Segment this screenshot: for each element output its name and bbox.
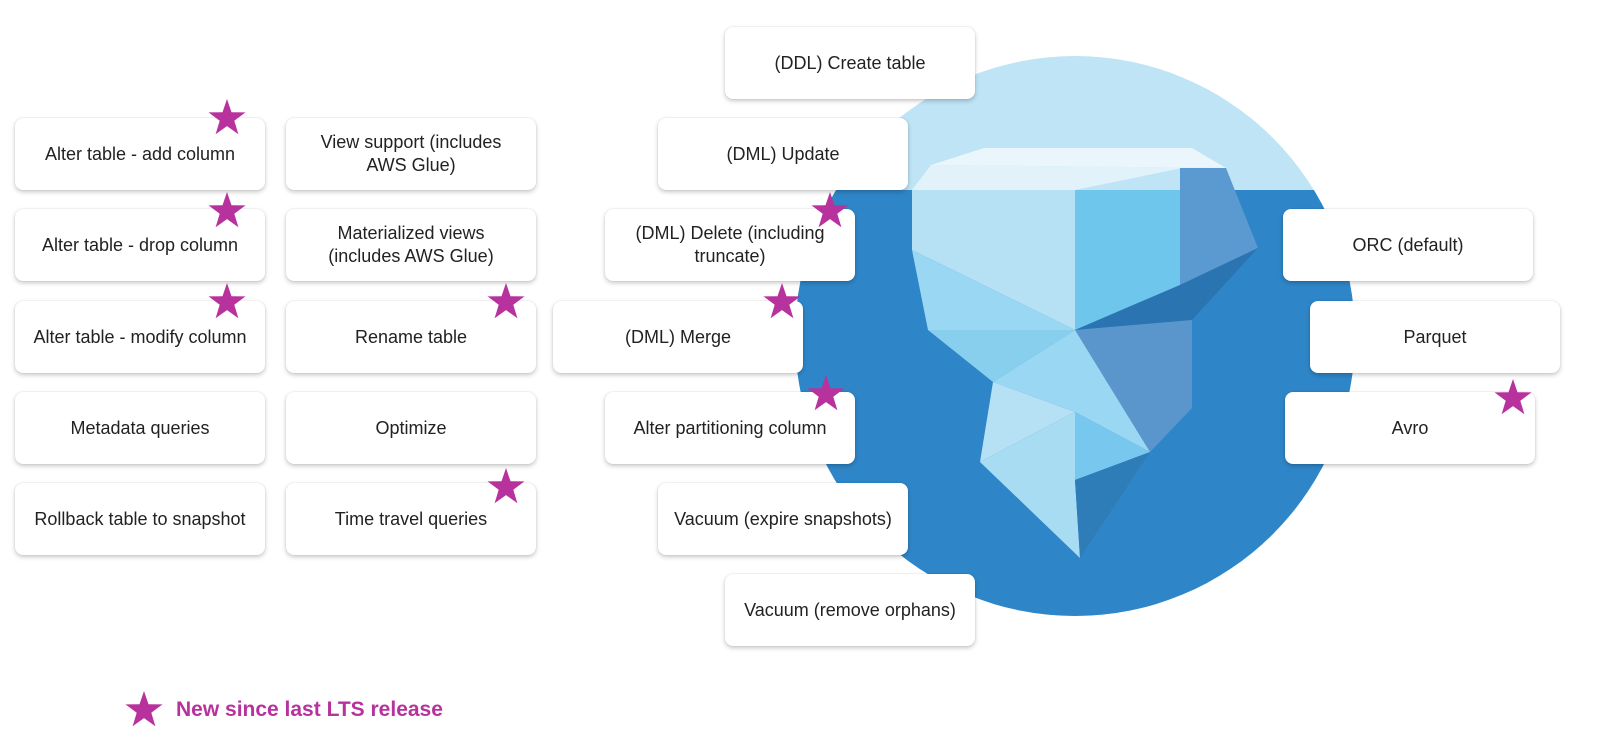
card-ddl-create-table: (DDL) Create table: [725, 27, 975, 99]
card-label: (DML) Update: [726, 143, 840, 164]
card-label: Rollback table to snapshot: [34, 508, 246, 529]
card-label: Optimize: [375, 417, 447, 438]
star-icon: [763, 283, 801, 319]
card-label: Avro: [1391, 417, 1429, 438]
card-label: (DDL) Create table: [774, 52, 926, 73]
card-metadata-queries: Metadata queries: [15, 392, 265, 464]
card-label: Parquet: [1403, 326, 1467, 347]
card-label: Vacuum (remove orphans): [744, 599, 956, 620]
card-rename-table: Rename table: [286, 301, 536, 373]
star-icon: [487, 468, 525, 504]
card-vacuum-orphans: Vacuum (remove orphans): [725, 574, 975, 646]
card-label: View support (includes AWS Glue): [320, 132, 502, 175]
star-icon: [807, 375, 845, 411]
star-icon: [487, 283, 525, 319]
card-avro: Avro: [1285, 392, 1535, 464]
star-icon: [208, 192, 246, 228]
card-label: (DML) Merge: [624, 326, 731, 347]
star-icon: [1494, 379, 1532, 415]
star-icon: [125, 691, 163, 727]
card-label: Time travel queries: [334, 508, 488, 529]
card-orc: ORC (default): [1283, 209, 1533, 281]
card-parquet: Parquet: [1310, 301, 1560, 373]
card-alter-add-column: Alter table - add column: [15, 118, 265, 190]
card-label: Rename table: [354, 326, 468, 347]
iceberg: [912, 148, 1258, 558]
card-label: Alter table - drop column: [41, 234, 239, 255]
star-icon: [811, 192, 849, 228]
card-alter-modify-column: Alter table - modify column: [15, 301, 265, 373]
card-label: Alter table - modify column: [33, 326, 247, 347]
card-label: Metadata queries: [70, 417, 210, 438]
card-view-support: View support (includes AWS Glue): [286, 118, 536, 190]
card-rollback-snapshot: Rollback table to snapshot: [15, 483, 265, 555]
card-label: Materialized views (includes AWS Glue): [328, 223, 494, 266]
star-icon: [208, 99, 246, 135]
card-optimize: Optimize: [286, 392, 536, 464]
card-alter-partitioning: Alter partitioning column: [605, 392, 855, 464]
card-vacuum-expire: Vacuum (expire snapshots): [658, 483, 908, 555]
card-label: ORC (default): [1352, 234, 1464, 255]
legend-label: New since last LTS release: [176, 698, 443, 721]
card-label: Alter table - add column: [44, 143, 236, 164]
card-dml-delete: (DML) Delete (including truncate): [605, 209, 855, 281]
card-label: Vacuum (expire snapshots): [674, 508, 892, 529]
card-alter-drop-column: Alter table - drop column: [15, 209, 265, 281]
card-time-travel: Time travel queries: [286, 483, 536, 555]
card-label: Alter partitioning column: [633, 417, 827, 438]
card-dml-merge: (DML) Merge: [553, 301, 803, 373]
card-materialized-views: Materialized views (includes AWS Glue): [286, 209, 536, 281]
legend: New since last LTS release: [124, 690, 443, 730]
card-label: (DML) Delete (including truncate): [635, 223, 825, 266]
star-icon: [208, 283, 246, 319]
card-dml-update: (DML) Update: [658, 118, 908, 190]
